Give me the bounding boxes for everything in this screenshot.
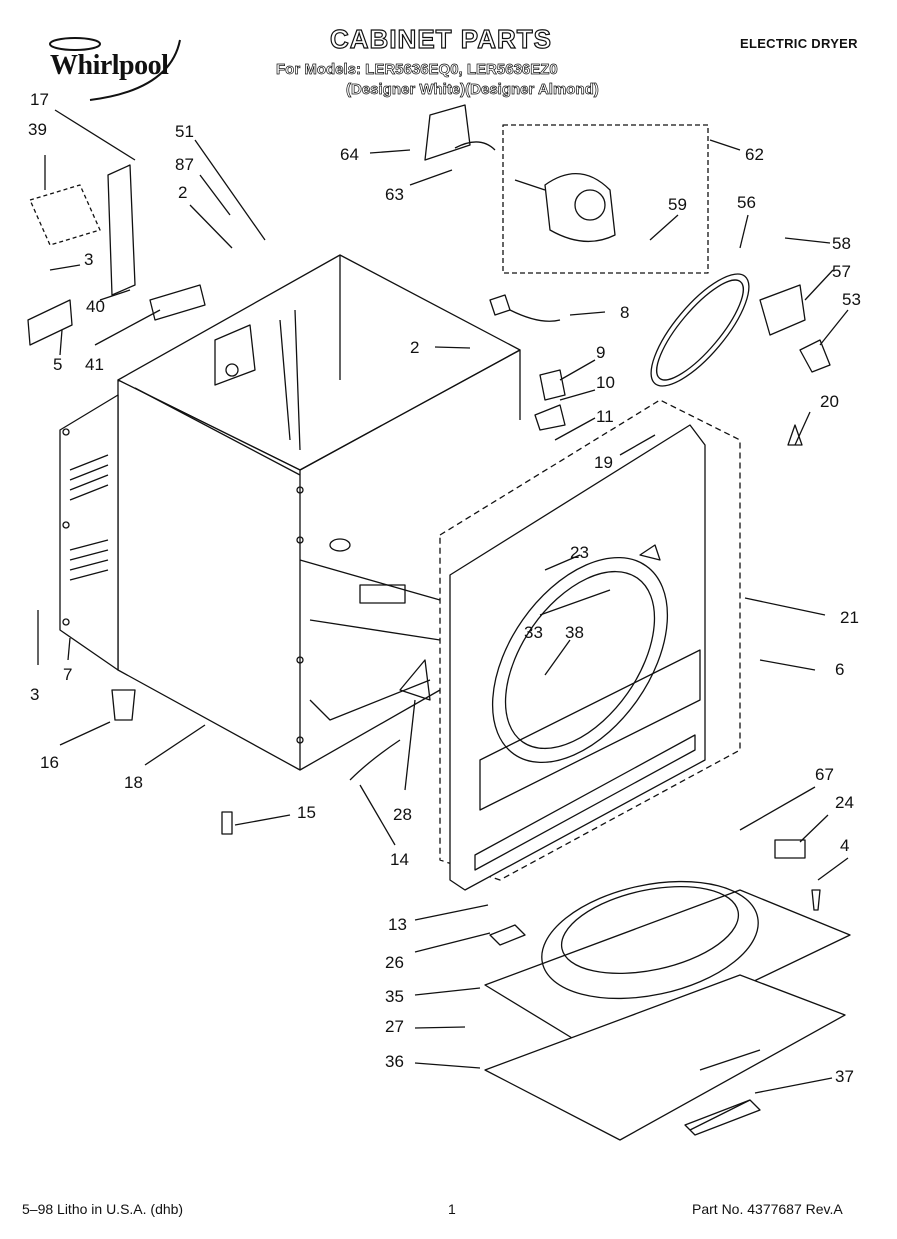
callout-51: 51 <box>175 122 194 141</box>
callout-15: 15 <box>297 803 316 822</box>
callout-33: 33 <box>524 623 543 642</box>
callout-37: 37 <box>835 1067 854 1086</box>
callout-leaders <box>37 109 849 1094</box>
footer-page-number: 1 <box>448 1201 456 1217</box>
motor-assembly <box>424 104 709 274</box>
base-panels <box>484 880 851 1141</box>
callout-11: 11 <box>596 407 614 426</box>
callout-10: 10 <box>596 373 615 392</box>
footer-part-number: Part No. 4377687 Rev.A <box>692 1201 843 1217</box>
callout-27: 27 <box>385 1017 404 1036</box>
callout-3a: 3 <box>84 250 94 269</box>
callout-20: 20 <box>820 392 839 411</box>
callout-87: 87 <box>175 155 194 174</box>
whirlpool-logo: Whirlpool <box>30 30 200 110</box>
callout-36: 36 <box>385 1052 404 1071</box>
logo-swoosh <box>49 37 181 101</box>
callout-56: 56 <box>737 193 756 212</box>
callout-4: 4 <box>840 836 850 855</box>
callout-18: 18 <box>124 773 143 792</box>
callout-41: 41 <box>85 355 104 374</box>
callout-59: 59 <box>668 195 687 214</box>
cabinet-body <box>117 254 521 771</box>
callout-63: 63 <box>385 185 404 204</box>
models-line: For Models: LER5636EQ0, LER5636EZ0 <box>276 61 558 79</box>
callout-16: 16 <box>40 753 59 772</box>
callout-8: 8 <box>620 303 630 322</box>
callout-23: 23 <box>570 543 589 562</box>
callout-14: 14 <box>390 850 409 869</box>
callout-21: 21 <box>840 608 859 627</box>
side-panel <box>59 394 119 671</box>
callout-9: 9 <box>596 343 606 362</box>
callout-13: 13 <box>388 915 407 934</box>
callout-7: 7 <box>63 665 73 684</box>
callout-40: 40 <box>86 297 105 316</box>
callout-19: 19 <box>594 453 613 472</box>
callout-38: 38 <box>565 623 584 642</box>
footer-print-info: 5–98 Litho in U.S.A. (dhb) <box>22 1201 184 1217</box>
callout-26: 26 <box>385 953 404 972</box>
callout-62: 62 <box>745 145 764 164</box>
callout-64: 64 <box>340 145 359 164</box>
callout-6: 6 <box>835 660 845 679</box>
callout-57: 57 <box>832 262 851 281</box>
small-parts <box>27 164 831 1136</box>
callout-3b: 3 <box>30 685 40 704</box>
callout-2b: 2 <box>410 338 420 357</box>
product-type: ELECTRIC DRYER <box>740 36 858 51</box>
front-panel <box>439 399 741 891</box>
callout-58: 58 <box>832 234 851 253</box>
callout-5: 5 <box>53 355 63 374</box>
callout-53: 53 <box>842 290 861 309</box>
callout-39: 39 <box>28 120 47 139</box>
variants-line: (Designer White)(Designer Almond) <box>346 81 599 99</box>
callout-67: 67 <box>815 765 834 784</box>
callout-2a: 2 <box>178 183 188 202</box>
callout-28: 28 <box>393 805 412 824</box>
callout-24: 24 <box>835 793 854 812</box>
brand-name: Whirlpool <box>50 50 169 81</box>
page-title: CABINET PARTS <box>329 23 552 54</box>
callout-17: 17 <box>30 90 49 109</box>
callout-35: 35 <box>385 987 404 1006</box>
drive-belt <box>650 273 750 387</box>
